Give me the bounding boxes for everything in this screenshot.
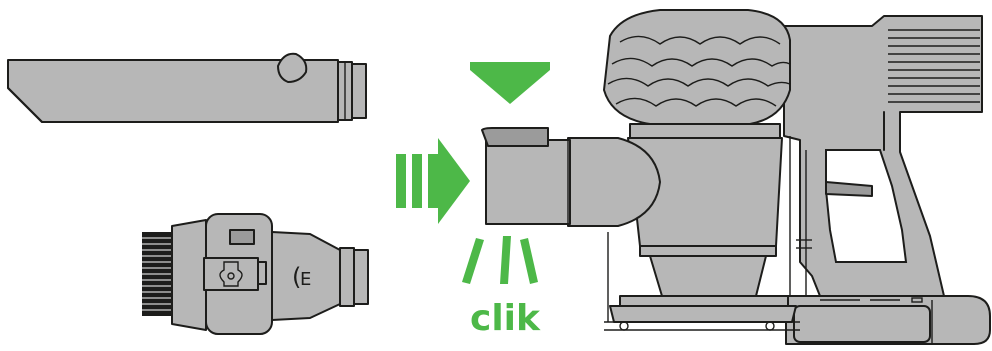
brush-bristles <box>142 232 172 316</box>
svg-text:E: E <box>300 269 311 290</box>
push-right-arrow <box>396 138 470 224</box>
click-burst-icon <box>462 236 538 284</box>
press-down-arrow <box>470 62 550 104</box>
click-label: clik <box>470 298 541 339</box>
arrow-right-icon <box>396 138 470 224</box>
svg-text:(: ( <box>292 263 301 291</box>
combination-brush-tool: ( E <box>142 213 369 335</box>
handheld-vacuum <box>481 9 991 345</box>
crevice-tool <box>7 52 367 123</box>
clear-bin <box>604 137 800 331</box>
exhaust-vents <box>888 29 980 103</box>
cyclone-head <box>603 9 791 139</box>
battery-pack <box>785 295 991 345</box>
inlet-nozzle <box>481 127 661 227</box>
arrow-down-icon <box>470 62 550 104</box>
